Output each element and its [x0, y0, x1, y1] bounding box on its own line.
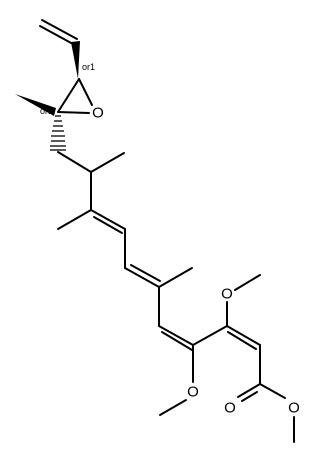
hashed-bond-to-chain — [50, 115, 66, 151]
wedge-bond-to-vinyl — [71, 41, 80, 79]
ch-to-methyl-bond — [90, 152, 125, 173]
methoxy-lower — [159, 344, 194, 416]
stereo-label-upper: or1 — [82, 62, 95, 72]
c3-c2-double-bond-b — [227, 331, 257, 350]
carbonyl-double-bond-b — [241, 391, 258, 402]
c5-c4-double-bond-a — [158, 325, 194, 346]
wedge-bond-to-methyl — [15, 94, 56, 116]
c9-c8-double-bond-b — [93, 216, 123, 234]
c1-to-ester-oxygen-bond — [259, 383, 286, 399]
epoxide-ring — [57, 78, 93, 114]
c9-c8-double-bond-a — [90, 209, 126, 230]
epoxide-oxygen-label: O — [92, 105, 104, 122]
vinyl-terminal-double-bond-a — [41, 19, 78, 40]
epoxide-c-o-bond-lower — [57, 111, 90, 114]
ester-oxygen-label: O — [288, 400, 300, 417]
c7-c6-double-bond-b — [130, 264, 161, 282]
stereo-label-quaternary: or1 — [40, 106, 53, 116]
ch2-to-ch-bond — [57, 151, 92, 173]
methoxy-upper — [226, 274, 261, 327]
c9-to-methyl-bond — [57, 209, 92, 230]
carbonyl-oxygen-label: O — [224, 400, 236, 417]
epoxide-c-o-bond-upper — [78, 78, 93, 106]
main-chain — [57, 151, 261, 385]
methoxy-oxygen-lower-label: O — [187, 384, 199, 401]
c3-c2-double-bond-a — [226, 325, 261, 346]
c6-to-methyl-bond — [158, 267, 193, 288]
methoxy-oxygen-upper-label: O — [221, 286, 233, 303]
carbonyl-double-bond-a — [237, 383, 261, 398]
c5-c4-double-bond-b — [161, 331, 193, 351]
vinyl-terminal-double-bond-b — [39, 25, 74, 45]
epoxide-c-c-bond — [57, 78, 80, 113]
vinyl-group — [39, 19, 78, 45]
c4-to-c3-bond — [192, 325, 228, 346]
methyl-ester-group — [237, 383, 295, 443]
c7-c6-double-bond-a — [124, 267, 160, 288]
